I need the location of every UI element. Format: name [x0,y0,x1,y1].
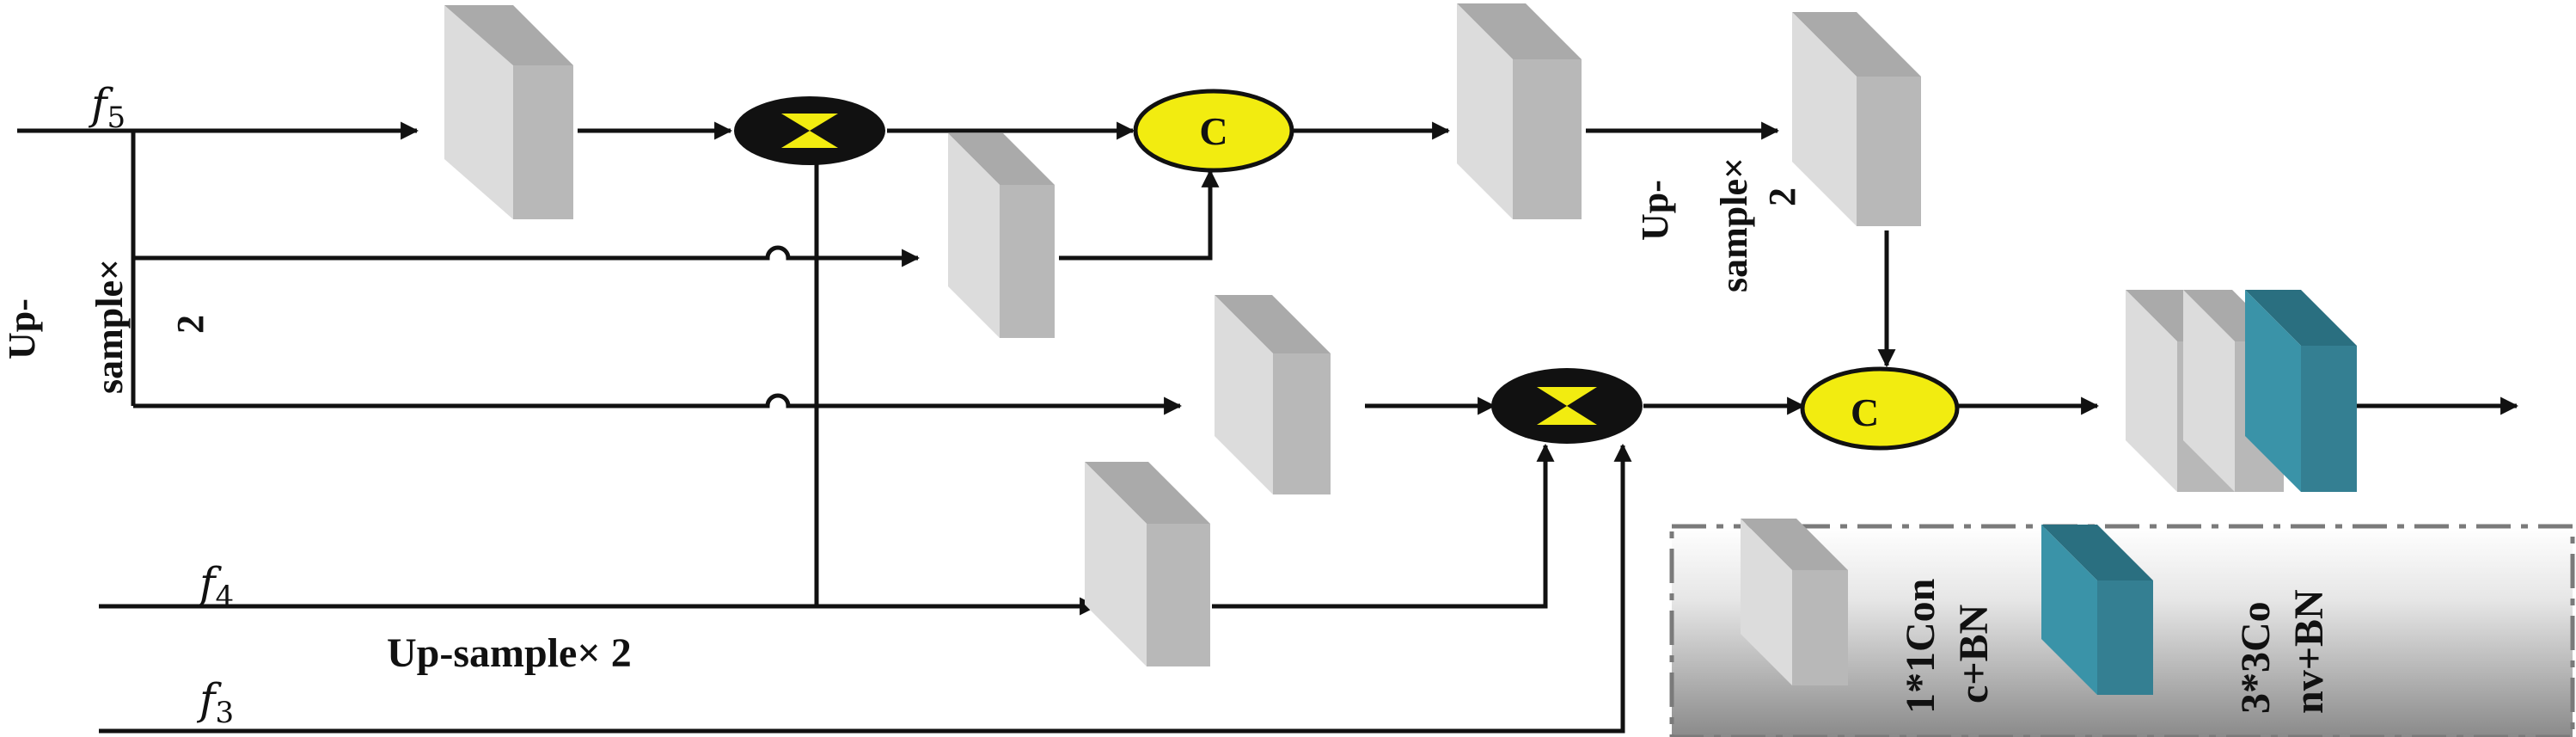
f3-label: f3 [196,674,234,730]
legend-conv3x3-icon [2041,525,2153,695]
conv1x1-block-3 [1457,3,1582,219]
svg-text:sample×: sample× [89,259,131,394]
output-conv-stack [2126,290,2357,492]
svg-text:sample×: sample× [1713,157,1755,292]
f4-label: f4 [196,558,234,614]
svg-text:Up-: Up- [1634,180,1676,241]
legend-box: 1*1Con c+BN 3*3Co nv+BN [1669,519,2575,737]
upsample-right-label: Up- sample× 2 [1634,157,1803,292]
concat-operator-mid: C [1800,366,1960,451]
svg-text:2: 2 [169,315,211,334]
legend-conv3x3-label: 3*3Co nv+BN [2233,589,2332,714]
concat-symbol-top: C [1199,109,1227,153]
concat-operator-top: C [1133,89,1294,173]
f3-input-arrow [99,443,1632,734]
legend-conv1x1-icon [1741,519,1848,685]
output-conv3x3-block [2245,290,2357,492]
connection-lines [17,121,2519,734]
multiply-operator-top [734,96,885,165]
svg-text:1*1Con: 1*1Con [1898,579,1943,714]
conv1x1-block-4 [1792,12,1921,226]
svg-text:c+BN: c+BN [1951,604,1997,703]
branch-arrow-upper [133,245,921,267]
svg-text:3*3Co: 3*3Co [2233,601,2279,714]
svg-text:nv+BN: nv+BN [2286,589,2332,714]
upsample-bottom-label: Up-sample× 2 [387,630,632,676]
conv1x1-block-2 [948,133,1055,338]
legend-conv1x1-label: 1*1Con c+BN [1898,579,1997,714]
conv1x1-block-5 [1215,295,1331,494]
arrow-block-to-concat-top [1059,169,1220,261]
conv1x1-block-6 [1085,462,1210,666]
upsample-left-label: Up- sample× 2 [1,259,211,394]
multiply-operator-mid [1491,368,1643,444]
concat-symbol-mid: C [1851,390,1879,434]
f5-label: f5 [88,79,125,135]
arrow-block6-to-multiply-mid [1212,443,1555,609]
conv1x1-block-1 [444,5,573,219]
branch-arrow-middle [133,393,1183,415]
svg-text:2: 2 [1761,187,1803,206]
svg-text:Up-: Up- [1,298,43,359]
